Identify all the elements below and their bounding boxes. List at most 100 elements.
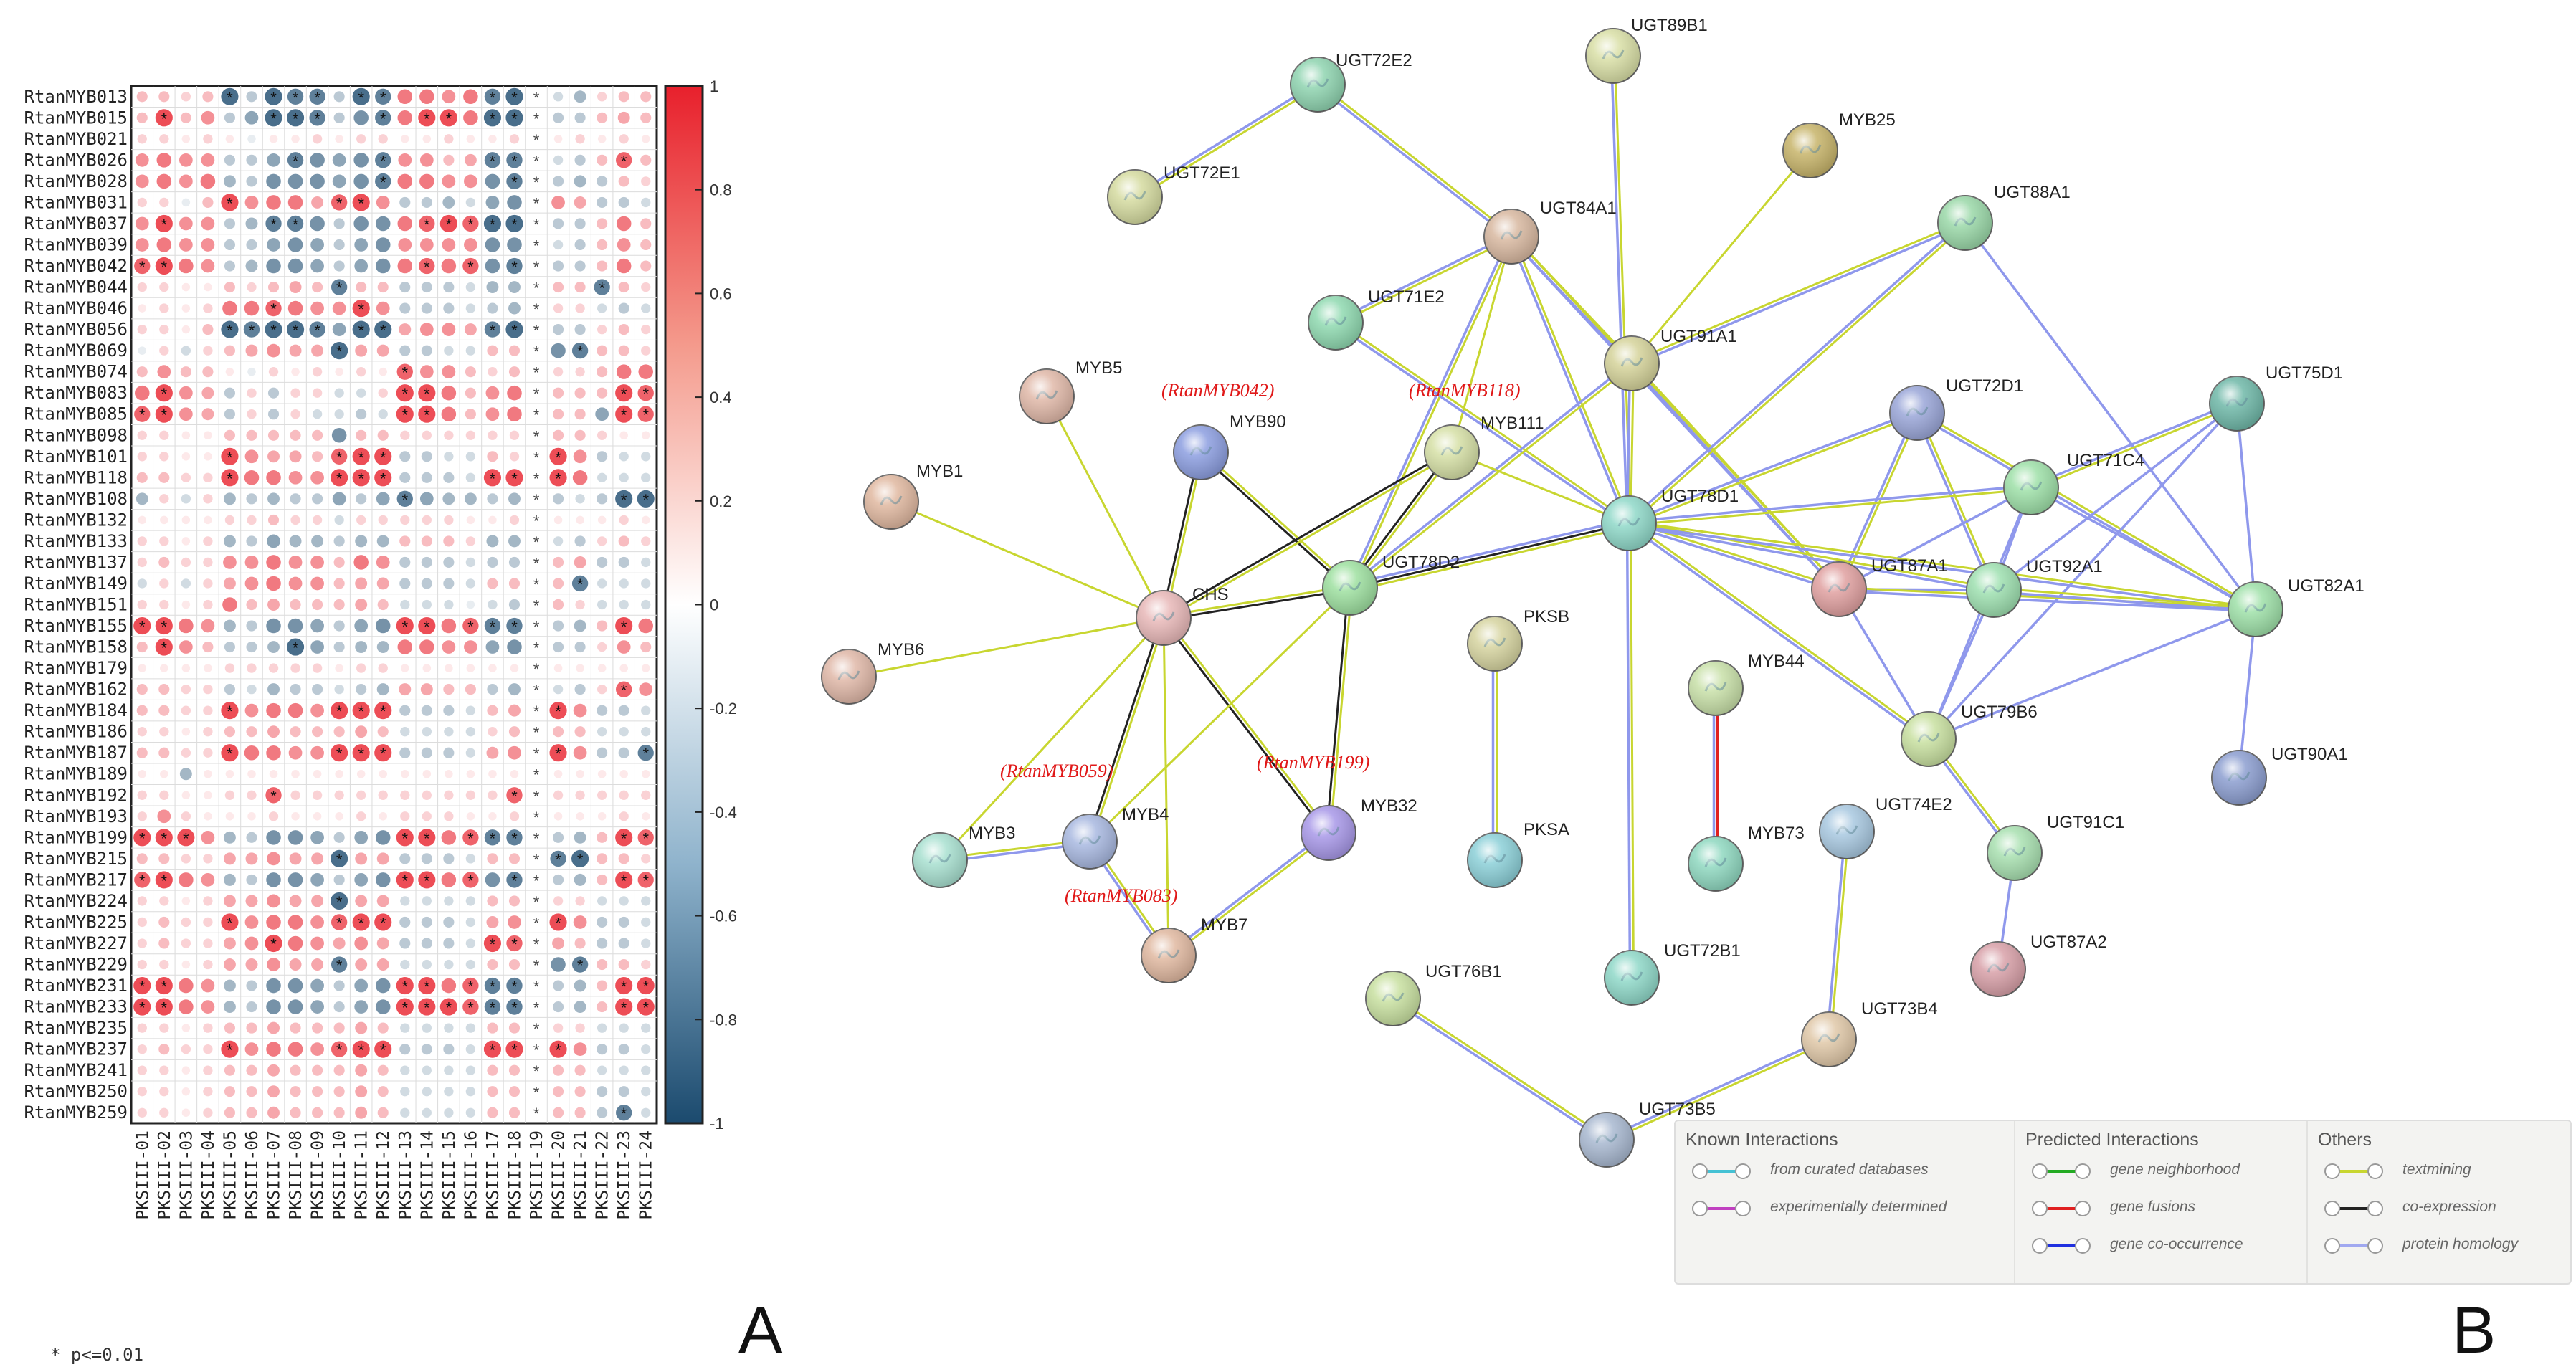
heatmap-cell <box>181 452 191 461</box>
heatmap-cell <box>181 325 191 334</box>
node-ugt91a1[interactable]: UGT91A1 <box>1604 327 1737 391</box>
node-myb44[interactable]: MYB44 <box>1688 652 1805 716</box>
heatmap-cell <box>354 259 369 273</box>
node-ugt89b1[interactable]: UGT89B1 <box>1585 16 1708 84</box>
heatmap-cell <box>466 135 475 143</box>
heatmap-cell <box>442 323 456 336</box>
node-ugt88a1[interactable]: UGT88A1 <box>1937 183 2071 251</box>
node-myb90[interactable]: MYB90 <box>1173 412 1286 480</box>
node-ugt73b5[interactable]: UGT73B5 <box>1579 1100 1716 1168</box>
heatmap-cell <box>442 640 456 654</box>
significance-marker: * <box>380 322 386 340</box>
edge-ugt78d1-ugt78d2 <box>1349 518 1629 586</box>
heatmap-cell <box>266 173 281 189</box>
node-ugt72e1[interactable]: UGT72E1 <box>1107 163 1240 225</box>
node-myb32[interactable]: MYB32 <box>1301 796 1417 861</box>
node-ugt72d1[interactable]: UGT72D1 <box>1889 376 2023 441</box>
node-myb3[interactable]: MYB3 <box>912 824 1015 888</box>
heatmap-cell <box>640 91 652 103</box>
heatmap-cell <box>597 239 608 251</box>
heatmap-cell <box>311 196 324 209</box>
node-myb73[interactable]: MYB73 <box>1688 824 1805 892</box>
significance-marker: * <box>227 1042 233 1059</box>
node-pksa[interactable]: PKSA <box>1467 820 1569 888</box>
heatmap-cell <box>225 135 234 143</box>
node-myb1[interactable]: MYB1 <box>863 462 963 530</box>
node-ugt91c1[interactable]: UGT91C1 <box>1987 813 2124 881</box>
node-pksb[interactable]: PKSB <box>1467 607 1569 672</box>
node-ugt82a1[interactable]: UGT82A1 <box>2228 576 2364 637</box>
column-label: PKSIII-22 <box>594 1130 612 1220</box>
heatmap-cell <box>310 703 324 718</box>
node-ugt79b6[interactable]: UGT79B6 <box>1901 702 2038 767</box>
heatmap-cell <box>508 281 521 294</box>
heatmap-cell <box>179 768 192 781</box>
heatmap-cell <box>641 515 650 525</box>
significance-marker: * <box>293 216 299 234</box>
heatmap-cell <box>353 173 369 189</box>
node-highlight <box>1174 425 1228 480</box>
node-myb4[interactable]: MYB4 <box>1062 805 1169 870</box>
heatmap-cell <box>641 303 651 313</box>
significance-marker: * <box>555 851 561 869</box>
node-chs[interactable]: CHS <box>1136 585 1229 646</box>
significance-marker: * <box>533 1062 540 1080</box>
node-ugt73b4[interactable]: UGT73B4 <box>1801 999 1938 1067</box>
heatmap-cell <box>287 915 303 930</box>
heatmap-cell <box>396 490 413 508</box>
node-ugt78d1[interactable]: UGT78D1 <box>1601 487 1739 551</box>
colorbar-tick-label: 0.8 <box>710 181 732 199</box>
node-ugt92a1[interactable]: UGT92A1 <box>1966 557 2103 618</box>
heatmap-cell <box>265 215 282 232</box>
node-ugt84a1[interactable]: UGT84A1 <box>1483 199 1617 265</box>
node-ugt87a1[interactable]: UGT87A1 <box>1811 556 1948 617</box>
heatmap-cell <box>378 134 388 144</box>
node-myb111[interactable]: MYB111 <box>1424 414 1544 480</box>
significance-marker: * <box>511 258 518 276</box>
heatmap-cell <box>615 998 633 1016</box>
heatmap-cell <box>266 618 281 634</box>
heatmap-cell <box>331 849 348 867</box>
node-myb25[interactable]: MYB25 <box>1782 110 1896 178</box>
heatmap-cell <box>397 89 413 105</box>
heatmap-cell <box>552 1064 564 1076</box>
heatmap-cell <box>619 664 628 672</box>
legend-section-title: Others <box>2318 1130 2372 1150</box>
colorbar-tick-label: -0.8 <box>710 1011 737 1029</box>
heatmap-cell <box>487 1022 498 1034</box>
significance-marker: * <box>336 343 343 361</box>
edge-myb6-chs <box>848 616 1164 678</box>
node-ugt87a2[interactable]: UGT87A2 <box>1970 933 2107 997</box>
node-highlight <box>1425 425 1479 480</box>
node-ugt76b1[interactable]: UGT76B1 <box>1365 962 1502 1026</box>
heatmap-cell <box>487 556 498 568</box>
heatmap-cell <box>375 216 391 232</box>
node-ugt71e2[interactable]: UGT71E2 <box>1308 287 1445 351</box>
significance-marker: * <box>642 999 649 1017</box>
heatmap-cell <box>441 618 457 634</box>
edge-ugt72d1-ugt92a1 <box>1914 413 1994 591</box>
significance-marker: * <box>380 914 386 932</box>
heatmap-cell <box>267 534 280 548</box>
heatmap-cell <box>310 556 324 569</box>
node-ugt75d1[interactable]: UGT75D1 <box>2209 363 2343 432</box>
heatmap-cell <box>204 515 212 525</box>
heatmap-cell <box>421 853 432 864</box>
node-ugt71c4[interactable]: UGT71C4 <box>2003 451 2144 515</box>
heatmap-cell <box>267 409 280 420</box>
node-myb5[interactable]: MYB5 <box>1019 358 1122 424</box>
heatmap-cell <box>597 980 608 991</box>
node-myb7[interactable]: MYB7 <box>1141 915 1247 983</box>
heatmap-cell <box>244 703 259 718</box>
heatmap-cell <box>399 916 411 928</box>
node-ugt90a1[interactable]: UGT90A1 <box>2211 745 2348 806</box>
node-ugt78d2[interactable]: UGT78D2 <box>1322 553 1460 616</box>
node-ugt72e2[interactable]: UGT72E2 <box>1290 51 1412 113</box>
node-ugt72b1[interactable]: UGT72B1 <box>1604 941 1741 1006</box>
node-myb6[interactable]: MYB6 <box>821 640 924 705</box>
heatmap-cell <box>399 281 411 293</box>
heatmap-cell <box>422 1087 432 1097</box>
node-ugt74e2[interactable]: UGT74E2 <box>1819 795 1952 859</box>
heatmap-cell <box>375 830 391 845</box>
